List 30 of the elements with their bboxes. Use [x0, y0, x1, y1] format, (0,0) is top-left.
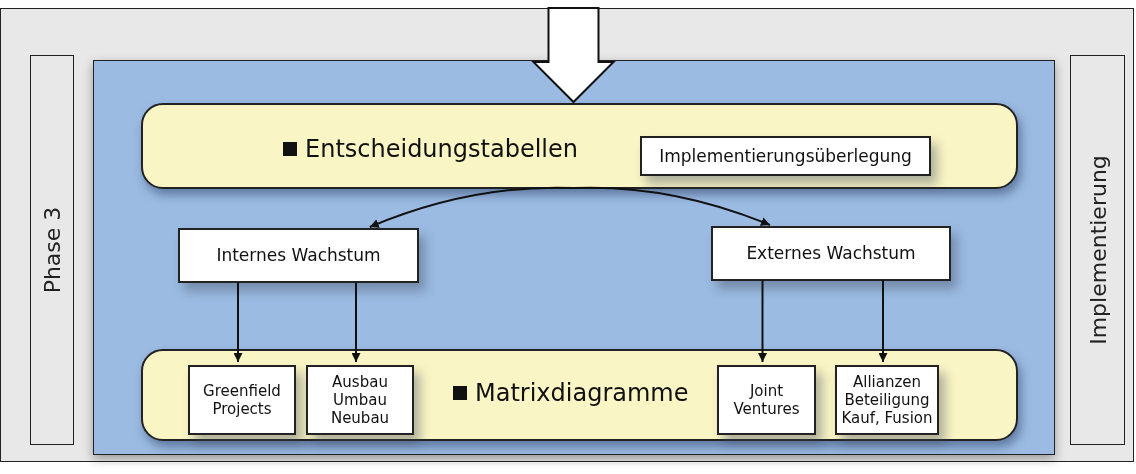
input-arrow [531, 7, 616, 104]
box-label: Joint Ventures [732, 382, 801, 418]
text-box [306, 365, 414, 435]
arrow [233, 281, 243, 363]
box-label: Allianzen Beteiligung Kauf, Fusion [840, 373, 934, 427]
arrow [572, 186, 771, 226]
vertical-label: Implementierung [1085, 155, 1110, 345]
method-band [141, 103, 1018, 189]
text-box [711, 226, 951, 281]
arrow [351, 281, 361, 363]
phase-label-box [1070, 55, 1125, 445]
method-band [141, 349, 1018, 441]
band-heading: Entscheidungstabellen [283, 135, 578, 163]
text-box [178, 228, 419, 283]
box-label: Implementierungsüberlegung [659, 145, 912, 167]
vertical-label: Phase 3 [39, 206, 65, 294]
arrow [368, 186, 575, 228]
phase-label-box [30, 55, 74, 445]
band-heading: Matrixdiagramme [453, 379, 689, 407]
text-box [188, 365, 296, 435]
box-label: Ausbau Umbau Neubau [329, 373, 391, 427]
text-box [835, 365, 939, 435]
text-box [717, 365, 816, 435]
box-label: Internes Wachstum [216, 245, 381, 266]
arrow [758, 279, 767, 363]
arrow [878, 279, 888, 363]
text-box [640, 136, 931, 176]
box-label: Externes Wachstum [746, 243, 916, 264]
phase-panel [93, 60, 1055, 455]
box-label: Greenfield Projects [202, 382, 282, 418]
